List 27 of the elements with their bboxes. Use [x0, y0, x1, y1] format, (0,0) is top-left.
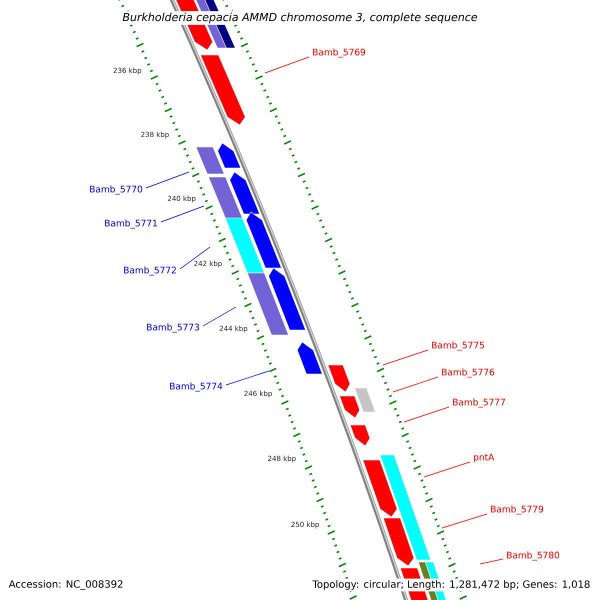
accession-text: Accession: NC_008392	[7, 578, 125, 592]
gene-label: Bamb_5769	[313, 48, 366, 58]
gene-label: Bamb_5779	[491, 506, 544, 514]
leader-line	[226, 370, 270, 386]
leader-line	[202, 306, 236, 326]
gene-label: Bamb_5774	[170, 382, 222, 392]
leader-line	[404, 406, 450, 422]
gene-label: Bamb_5775	[432, 342, 484, 350]
leader-line	[264, 56, 310, 74]
leader-line	[442, 514, 488, 528]
gene-label: Bamb_5771	[105, 220, 157, 228]
leader-line	[180, 246, 210, 270]
leader-line	[382, 350, 428, 366]
summary-text: Topology: circular; Length: 1,281,472 bp; Genes: 1,018	[310, 578, 592, 592]
leader-line	[146, 172, 190, 188]
leader-line	[160, 206, 204, 222]
title: Burkholderia cepacia AMMD chromosome 3, complete sequence	[120, 11, 480, 25]
leader-line	[480, 558, 504, 564]
gene-label: Bamb_5772	[124, 266, 176, 276]
gene-label: pntA	[474, 454, 494, 462]
leader-line	[424, 462, 470, 478]
gene-label: Bamb_5773	[147, 324, 200, 332]
gene-label: Bamb_5776	[442, 368, 494, 378]
gene-label: Bamb_5780	[507, 552, 560, 560]
leader-line	[392, 376, 438, 392]
gene-label: Bamb_5770	[90, 186, 142, 194]
gene-label: Bamb_5777	[453, 398, 505, 408]
